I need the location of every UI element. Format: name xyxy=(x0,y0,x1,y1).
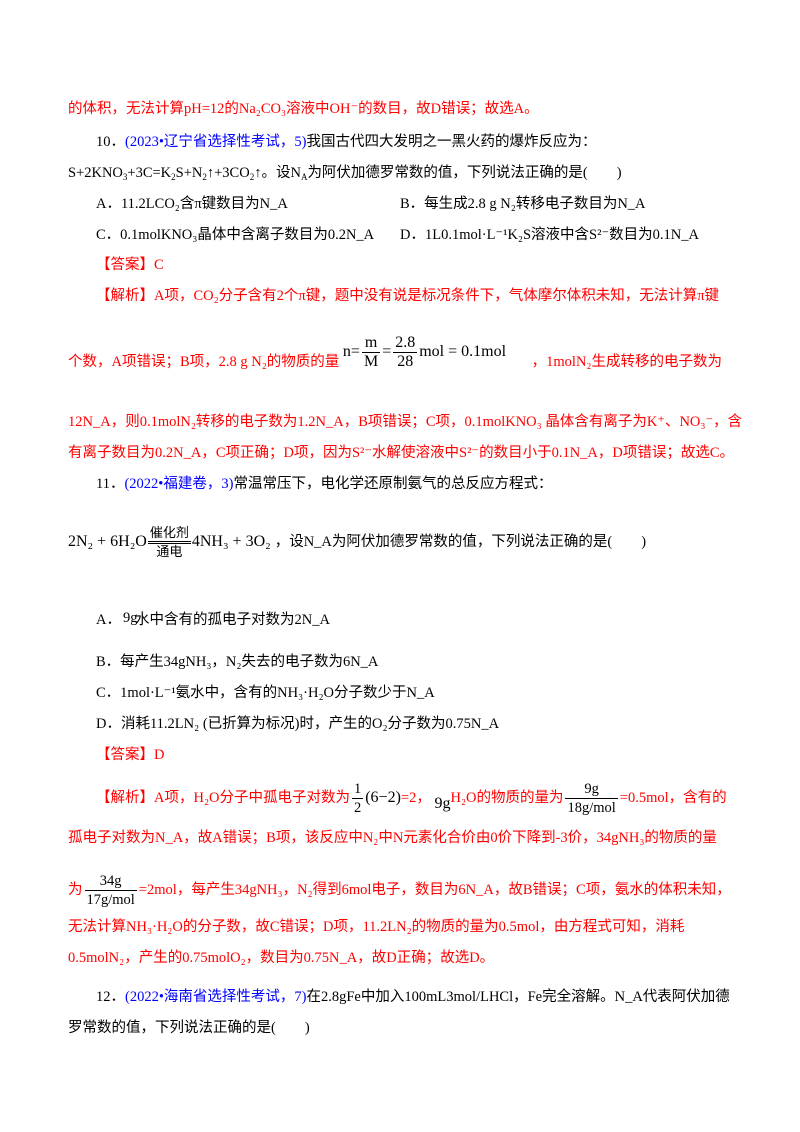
question-source-link[interactable]: (2022•海南省选择性考试，7) xyxy=(125,989,307,1005)
prev-analysis-tail: 的体积，无法计算pH=12的Na₂CO₃溶液中OH⁻的数目，故D错误；故选A。 xyxy=(68,101,539,117)
analysis-11-line2: 孤电子对数为N_A，故A错误；B项，该反应中N₂中N元素化合价由0价下降到-3价… xyxy=(68,830,717,846)
answer-label: 【答案】 xyxy=(96,257,154,273)
analysis-10-line3: 12N_A，则0.1molN₂转移的电子数为1.2N_A，B项错误；C项，0.1… xyxy=(68,414,743,430)
question-number: 11． xyxy=(96,476,125,492)
question-source-link[interactable]: (2023•辽宁省选择性考试，5) xyxy=(125,134,307,150)
option-b: B．每产生34gNH₃，N₂失去的电子数为6N_A xyxy=(96,654,379,670)
option-d: D．消耗11.2LN₂ (已折算为标况)时，产生的O₂分子数为0.75N_A xyxy=(96,716,500,732)
option-a: A．11.2LCO₂含π键数目为N_A xyxy=(96,196,288,212)
question-12-stem: 12．(2022•海南省选择性考试，7)在2.8gFe中加入100mL3mol/… xyxy=(96,989,730,1005)
analysis-10-line1: 【解析】A项，CO₂分子含有2个π键，题中没有说是标况条件下，气体摩尔体积未知，… xyxy=(96,288,720,304)
analysis-10-line4: 有离子数目为0.2N_A，C项正确；D项，因为S²⁻水解使溶液中S²⁻的数目小于… xyxy=(68,445,735,461)
analysis-label: 【解析】 xyxy=(96,789,154,806)
option-c: C．1mol·L⁻¹氨水中，含有的NH₃·H₂O分子数少于N_A xyxy=(96,685,435,701)
answer-label: 【答案】 xyxy=(96,747,154,763)
question-source-link[interactable]: (2022•福建卷，3) xyxy=(124,476,234,492)
analysis-11-line5: 0.5molN₂，产生的0.75molO₂，数目为0.75N_A，故D正确；故选… xyxy=(68,950,495,966)
answer-value: C xyxy=(154,257,164,273)
question-12-stem-line2: 罗常数的值，下列说法正确的是( ) xyxy=(68,1020,310,1036)
analysis-11-line4: 无法计算NH₃·H₂O的分子数，故C错误；D项，11.2LN₂的物质的量为0.5… xyxy=(68,919,685,935)
question-10-stem-line2: S+2KNO3+3C=K2S+N2↑+3CO2↑。设NA为阿伏加德罗常数的值，下… xyxy=(68,165,622,182)
answer-11: 【答案】D xyxy=(96,745,164,765)
question-11-stem: 11．(2022•福建卷，3)常温常压下，电化学还原制氨气的总反应方程式： xyxy=(96,476,553,492)
question-text: 我国古代四大发明之一黑火药的爆炸反应为： xyxy=(306,134,597,150)
option-b: B．每生成2.8 g N₂转移电子数目为N_A xyxy=(400,196,646,212)
question-number: 10． xyxy=(96,134,125,150)
analysis-label: 【解析】 xyxy=(96,288,154,304)
option-d: D．1L0.1mol·L⁻¹K₂S溶液中含S²⁻数目为0.1N_A xyxy=(400,227,699,243)
answer-value: D xyxy=(154,747,165,763)
answer-10: 【答案】C xyxy=(96,255,164,275)
question-number: 12． xyxy=(96,989,125,1005)
question-10-stem: 10．(2023•辽宁省选择性考试，5)我国古代四大发明之一黑火药的爆炸反应为： xyxy=(96,132,596,152)
option-c: C．0.1molKNO₃晶体中含离子数目为0.2N_A xyxy=(96,227,375,243)
